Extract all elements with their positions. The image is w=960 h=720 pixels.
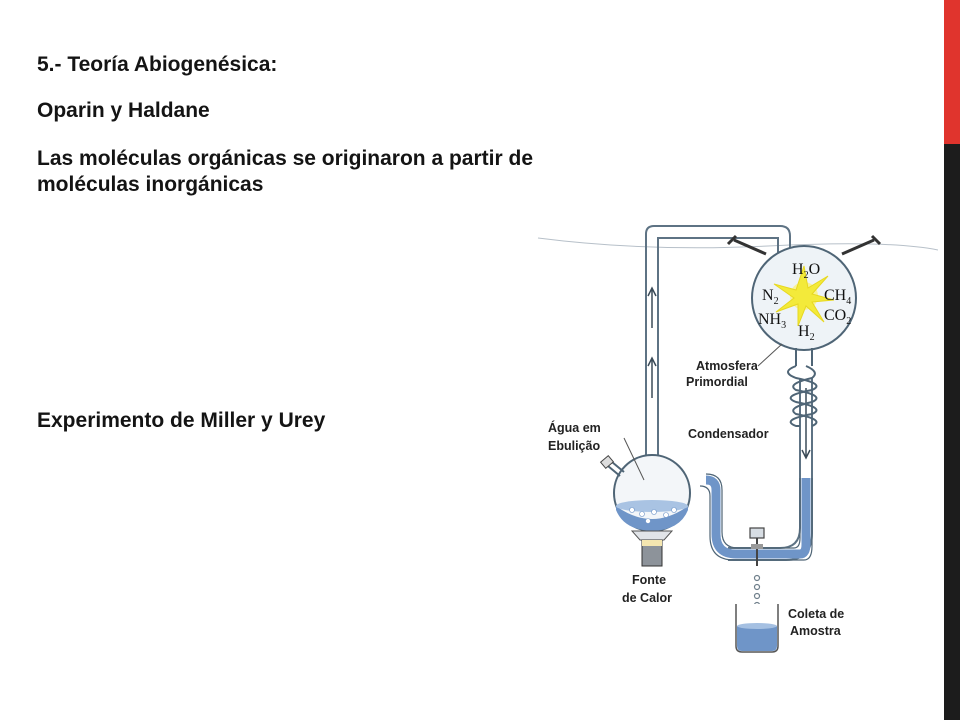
atmosphere-flask	[726, 234, 882, 366]
label-heat-2: de Calor	[622, 591, 672, 605]
label-atmosphere-1: Atmosfera	[696, 359, 759, 373]
sample-beaker	[735, 604, 779, 653]
electric-spark	[773, 265, 835, 327]
slide-subtitle: Oparin y Haldane	[37, 99, 210, 122]
label-heat-1: Fonte	[632, 573, 666, 587]
label-boiling-1: Água em	[548, 420, 601, 435]
atmosphere-pointer	[757, 343, 783, 367]
slide-title: 5.- Teoría Abiogenésica:	[37, 53, 278, 76]
sidebar-bar	[944, 0, 960, 720]
formula-h2o: H2O	[792, 261, 820, 281]
slide-statement: Las moléculas orgánicas se originaron a …	[37, 147, 534, 196]
formula-nh3: NH3	[758, 311, 786, 331]
boiling-flask	[599, 437, 691, 532]
label-sample-1: Coleta de	[788, 607, 844, 621]
u-trap	[699, 473, 813, 561]
background-line	[537, 237, 938, 251]
formula-h2: H2	[798, 323, 815, 343]
formula-n2: N2	[762, 287, 779, 307]
label-sample-2: Amostra	[790, 624, 842, 638]
formula-co2: CO2	[824, 307, 851, 327]
label-atmosphere-2: Primordial	[686, 375, 748, 389]
miller-urey-diagram: H2O N2 CH4 NH3 CO2 H2 Atmosfera Primordi…	[537, 225, 938, 653]
label-boiling-2: Ebulição	[548, 439, 600, 453]
sidebar-accent	[944, 0, 960, 144]
stopcock	[749, 527, 765, 609]
experiment-label: Experimento de Miller y Urey	[37, 409, 326, 432]
condenser-coil	[787, 365, 818, 427]
formula-ch4: CH4	[824, 287, 851, 307]
label-condenser: Condensador	[688, 427, 769, 441]
gas-formulas: H2O N2 CH4 NH3 CO2 H2	[758, 261, 851, 343]
heat-source	[630, 530, 674, 567]
